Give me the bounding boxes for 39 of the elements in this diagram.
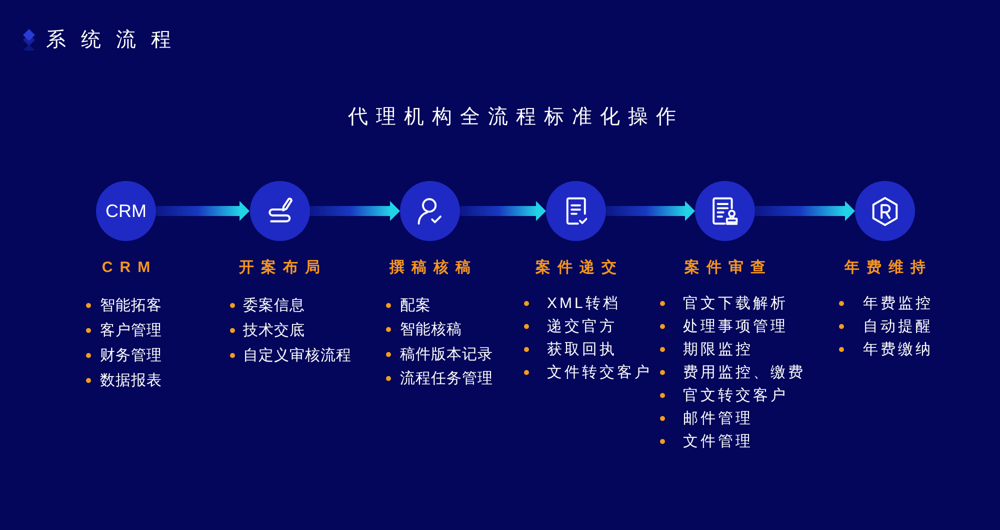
step-title: 案件递交 [534,259,624,277]
list-item: 年费缴纳 [863,340,933,358]
list-item: 自定义审核流程 [243,346,352,364]
list-item: 自动提醒 [863,316,933,336]
list-item: 智能拓客 [100,296,162,314]
list-item: 期限监控 [683,340,753,358]
step-title: CRM [100,259,158,277]
list-item: 文件转交客户 [547,362,652,382]
list-item: 委案信息 [243,296,305,314]
subtitle: 代理机构全流程标准化操作 [347,105,684,130]
step-title: 年费维持 [843,259,932,277]
list-item: 递交官方 [547,316,617,336]
arrow [606,201,695,221]
list-item: 流程任务管理 [400,369,493,388]
step-title: 案件审查 [684,259,772,277]
list-item: 财务管理 [100,346,162,364]
arrow [460,201,546,221]
list-item: 官文转交客户 [683,386,788,404]
arrow [755,201,855,221]
arrow [156,201,250,221]
list-item: 客户管理 [100,320,162,340]
list-item: 稿件版本记录 [400,344,493,364]
list-item: 获取回执 [547,340,617,358]
arrow [310,201,400,221]
list-item: 费用监控、缴费 [683,362,806,382]
list-item: 技术交底 [243,320,305,340]
step-label: CRM [106,200,146,222]
list-item: 文件管理 [683,432,753,450]
list-item: 配案 [400,296,431,314]
step-title: 撰稿核稿 [388,259,478,277]
list-item: 智能核稿 [400,320,462,339]
list-item: 年费监控 [863,294,933,312]
list-item: XML转档 [547,294,620,312]
list-item: 处理事项管理 [683,316,788,336]
list-item: 数据报表 [100,370,162,390]
list-item: 邮件管理 [683,408,753,428]
page-title: 系统流程 [46,28,186,53]
step-title: 开案布局 [238,259,327,277]
list-item: 官文下载解析 [683,294,788,312]
